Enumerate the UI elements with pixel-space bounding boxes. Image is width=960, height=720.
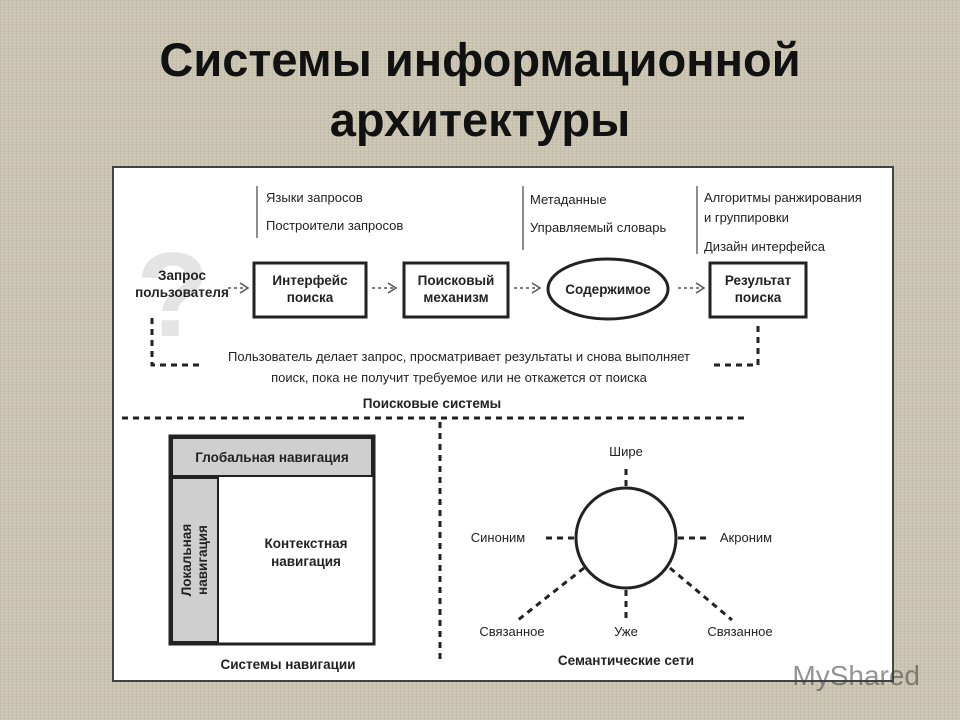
- diagram-panel: ? Запрос пользователя Интерфейс поиска П…: [112, 166, 894, 682]
- link-related-left: [517, 566, 585, 622]
- note-grouping: и группировки: [704, 210, 789, 225]
- search-result-line1: Результат: [725, 273, 792, 288]
- semantic-broader-label: Шире: [609, 444, 643, 459]
- search-engine-line1: Поисковый: [418, 273, 495, 288]
- note-interface-design: Дизайн интерфейса: [704, 239, 826, 254]
- question-mark-icon: ?: [136, 228, 209, 362]
- link-related-right: [669, 566, 733, 622]
- navigation-systems-caption: Системы навигации: [220, 657, 355, 672]
- search-result-line2: поиска: [735, 290, 782, 305]
- local-navigation-line2: навигация: [195, 525, 210, 595]
- content-label: Содержимое: [565, 282, 651, 297]
- note-query-languages: Языки запросов: [266, 190, 363, 205]
- query-label-line1: Запрос: [158, 268, 206, 283]
- search-result-box: Результат поиска: [708, 261, 808, 319]
- feedback-loop-line: [150, 318, 760, 367]
- context-navigation-line1: Контекстная: [265, 536, 348, 551]
- global-navigation-label: Глобальная навигация: [195, 450, 349, 465]
- slide-title-line1: Системы информационной: [159, 33, 801, 86]
- query-label-line2: пользователя: [135, 285, 229, 300]
- slide-title: Системы информационной архитектуры: [0, 30, 960, 150]
- arrow-query-to-interface: [228, 282, 250, 294]
- watermark: MyShared: [792, 660, 920, 691]
- local-navigation-bar: [171, 477, 219, 643]
- arrow-content-to-result: [678, 282, 706, 294]
- query-label: Запрос пользователя: [135, 268, 229, 300]
- semantic-center-circle: [574, 486, 678, 590]
- search-interface-line1: Интерфейс: [272, 273, 348, 288]
- semantic-acronym-label: Акроним: [720, 530, 772, 545]
- global-navigation-bar: [171, 437, 373, 477]
- semantic-related-right-label: Связанное: [707, 624, 772, 639]
- semantic-networks-caption: Семантические сети: [558, 653, 694, 668]
- local-navigation-line1: Локальная: [179, 524, 194, 596]
- notes-result: Алгоритмы ранжирования и группировки Диз…: [696, 186, 862, 254]
- search-engine-line2: механизм: [423, 290, 488, 305]
- loop-description-line1: Пользователь делает запрос, просматривае…: [228, 349, 690, 364]
- search-interface-line2: поиска: [287, 290, 334, 305]
- semantic-related-left-label: Связанное: [479, 624, 544, 639]
- semantic-network: Шире Синоним Акроним Связанное Уже Связа…: [471, 444, 773, 639]
- search-interface-box: Интерфейс поиска: [252, 261, 368, 319]
- search-systems-caption: Поисковые системы: [363, 396, 501, 411]
- local-navigation-label: Локальная навигация: [179, 524, 210, 596]
- context-navigation-line2: навигация: [271, 554, 341, 569]
- content-ellipse: Содержимое: [546, 257, 670, 321]
- navigation-diagram: Глобальная навигация Локальная навигация…: [168, 434, 376, 646]
- note-ranking-algorithms: Алгоритмы ранжирования: [704, 190, 862, 205]
- note-controlled-vocabulary: Управляемый словарь: [530, 220, 666, 235]
- slide-title-line2: архитектуры: [329, 93, 631, 146]
- loop-description-line2: поиск, пока не получит требуемое или не …: [271, 370, 648, 385]
- note-metadata: Метаданные: [530, 192, 607, 207]
- semantic-narrower-label: Уже: [614, 624, 638, 639]
- search-engine-box: Поисковый механизм: [402, 261, 510, 319]
- diagram-svg: ? Запрос пользователя Интерфейс поиска П…: [122, 186, 862, 672]
- notes-interface: Языки запросов Построители запросов: [256, 186, 403, 238]
- note-query-builders: Построители запросов: [266, 218, 403, 233]
- semantic-synonym-label: Синоним: [471, 530, 526, 545]
- notes-content: Метаданные Управляемый словарь: [522, 186, 666, 250]
- arrow-interface-to-engine: [372, 282, 398, 294]
- arrow-engine-to-content: [514, 282, 542, 294]
